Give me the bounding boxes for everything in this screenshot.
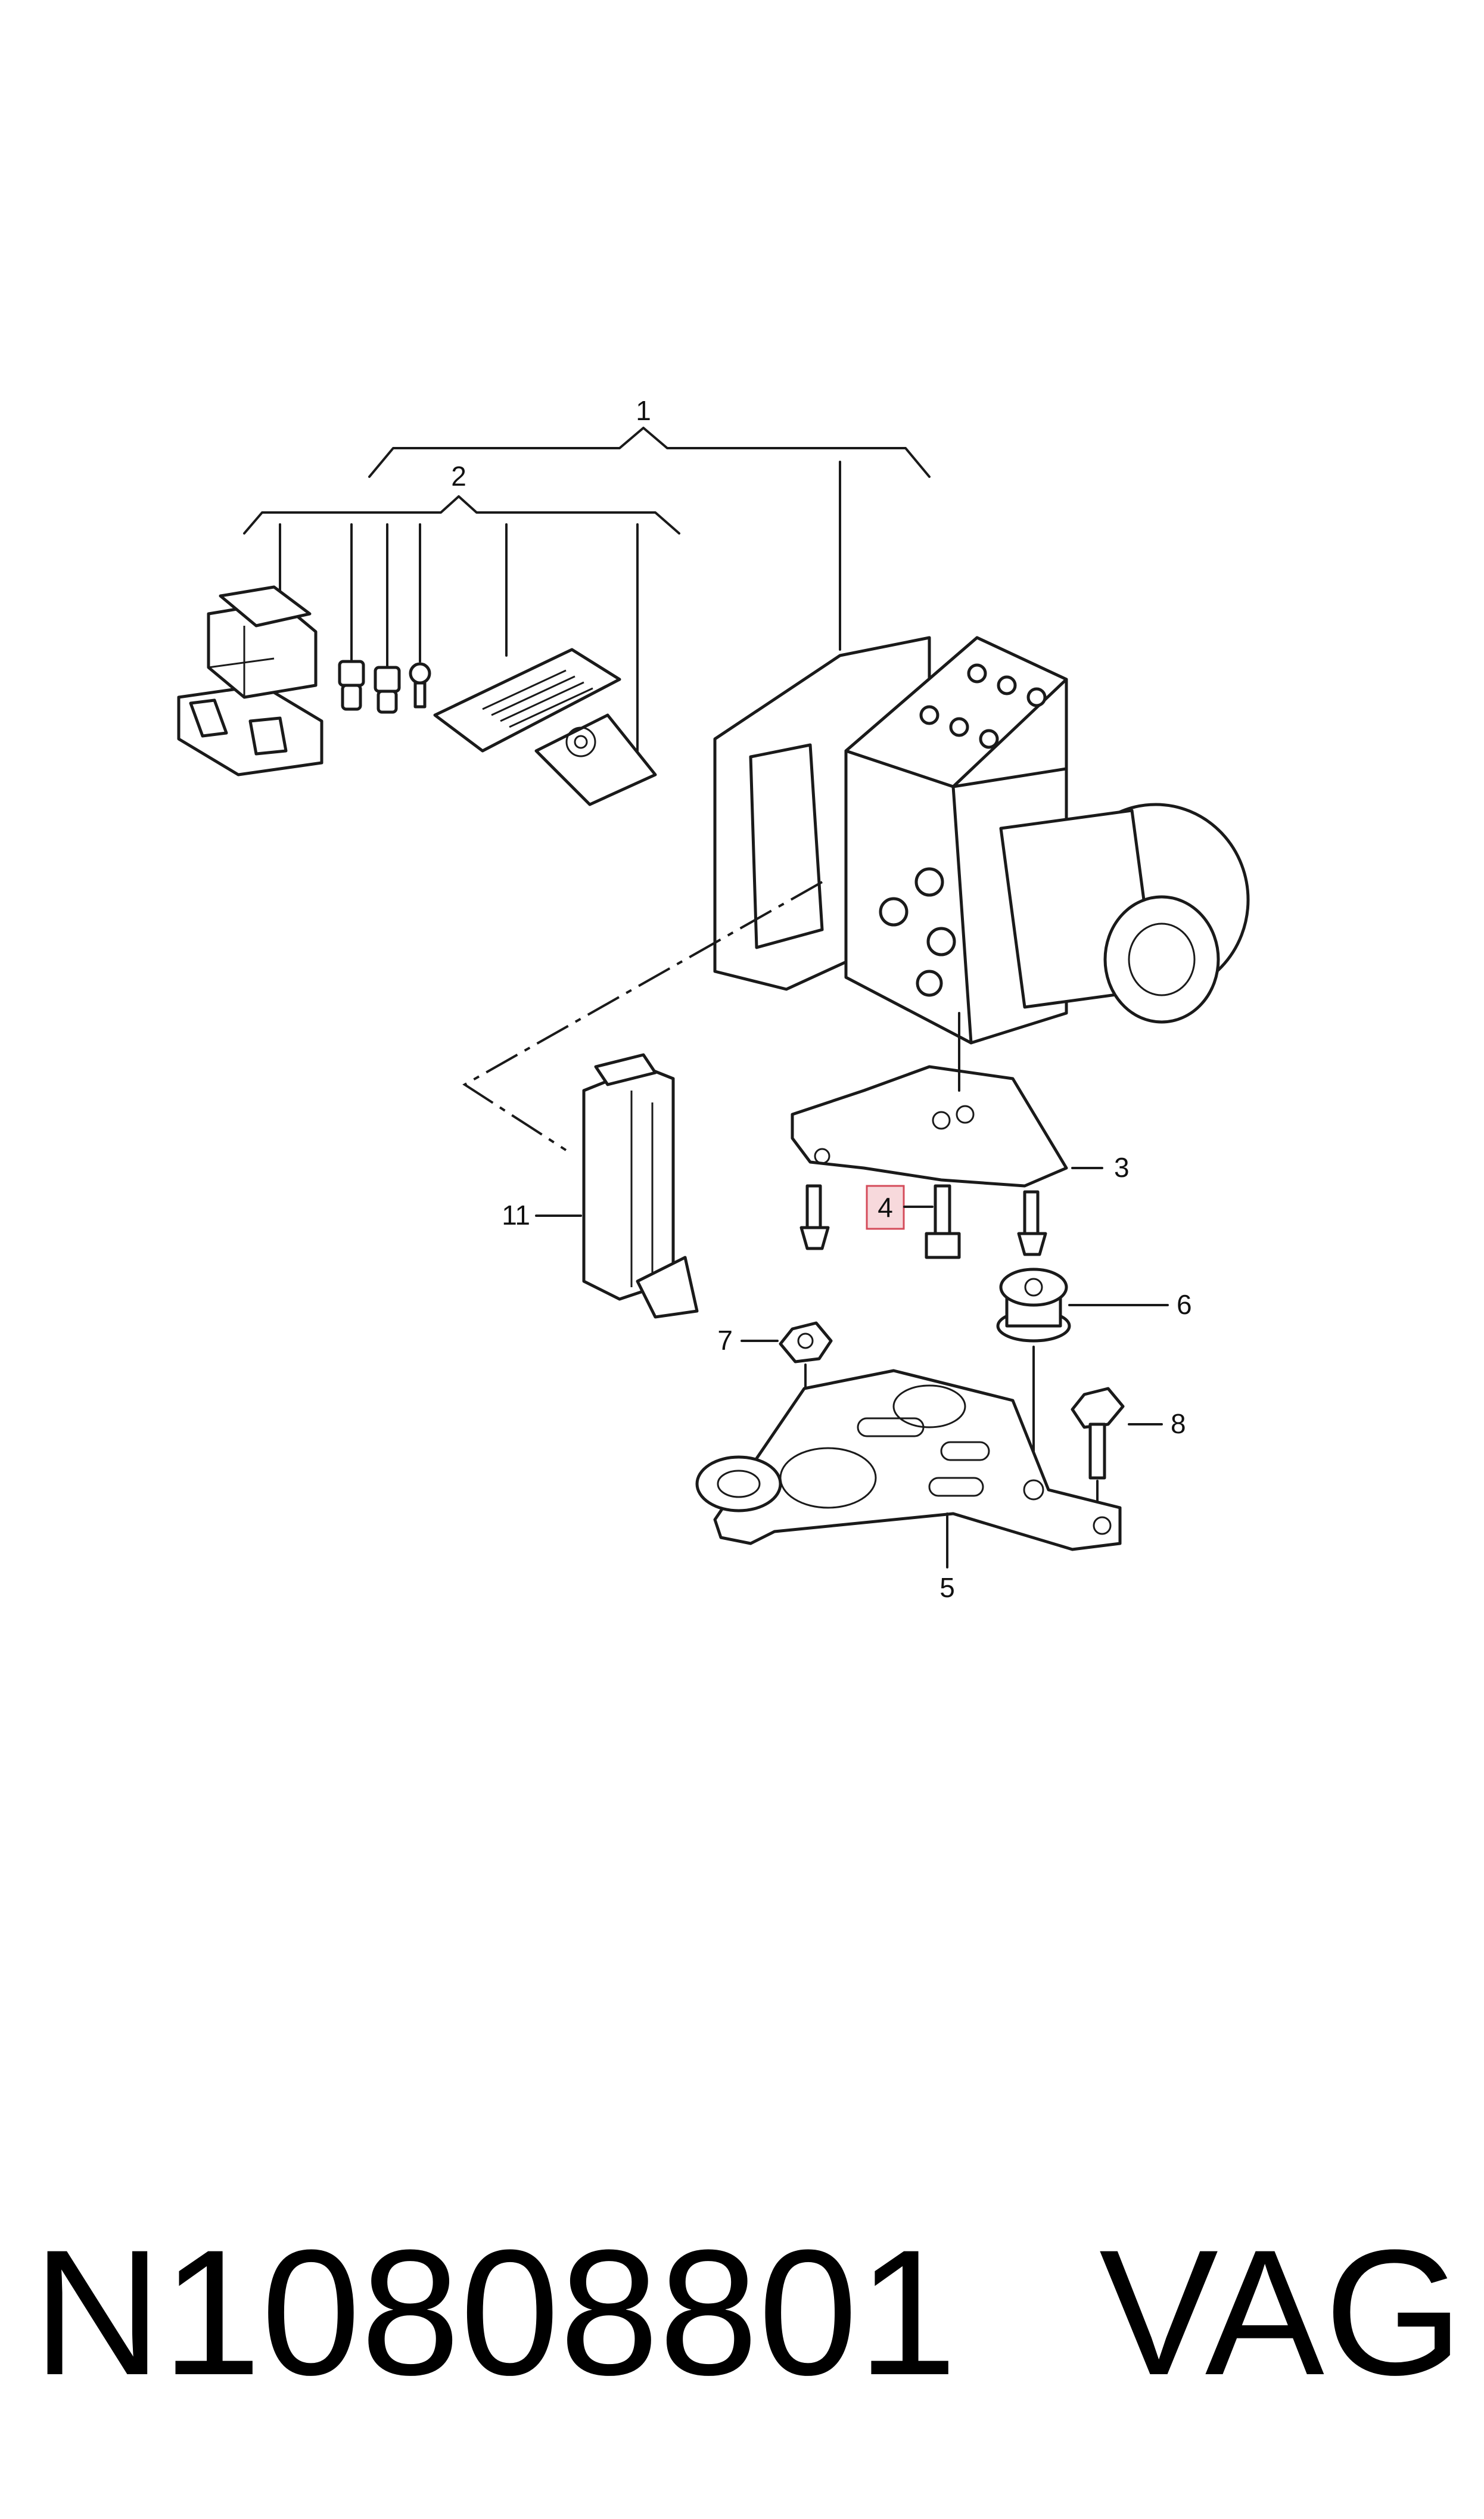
control-module-icon	[177, 585, 323, 776]
mounting-pin-icon	[1017, 1190, 1047, 1256]
mounting-pin-icon	[799, 1184, 830, 1250]
callout-4[interactable]: 4	[878, 1192, 893, 1223]
callout-7[interactable]: 7	[717, 1325, 733, 1356]
callout-4-highlight	[866, 1185, 905, 1230]
rubber-damper-icon	[996, 1268, 1071, 1343]
dashed-leader	[462, 881, 823, 1151]
callout-2[interactable]: 2	[451, 461, 466, 492]
callout-5[interactable]: 5	[939, 1572, 955, 1603]
bracket-callout-2	[243, 495, 680, 752]
part-number: N10808801	[33, 2212, 957, 2412]
plug-icon	[338, 660, 365, 711]
callout-6[interactable]: 6	[1177, 1289, 1192, 1320]
bracket-callout-1	[368, 427, 931, 651]
label-sticker-icon	[534, 713, 657, 806]
abs-hydraulic-unit-icon	[713, 636, 1250, 1045]
base-bracket-icon	[695, 1369, 1122, 1551]
mounting-bracket-icon	[791, 1065, 1068, 1188]
callout-3[interactable]: 3	[1114, 1152, 1130, 1183]
instruction-sheet-icon	[433, 648, 621, 753]
callout-11[interactable]: 11	[502, 1200, 530, 1231]
callout-8[interactable]: 8	[1171, 1408, 1186, 1439]
bolt-icon	[1071, 1387, 1125, 1480]
nut-icon	[779, 1321, 833, 1363]
footer: N10808801 VAG	[33, 2205, 1463, 2419]
screw-icon	[409, 662, 431, 709]
bolt-icon	[925, 1184, 961, 1259]
brand-label: VAG	[1099, 2212, 1464, 2412]
callout-1[interactable]: 1	[636, 395, 651, 426]
connector-plug-icon	[582, 1053, 699, 1319]
plug-icon	[374, 666, 401, 714]
